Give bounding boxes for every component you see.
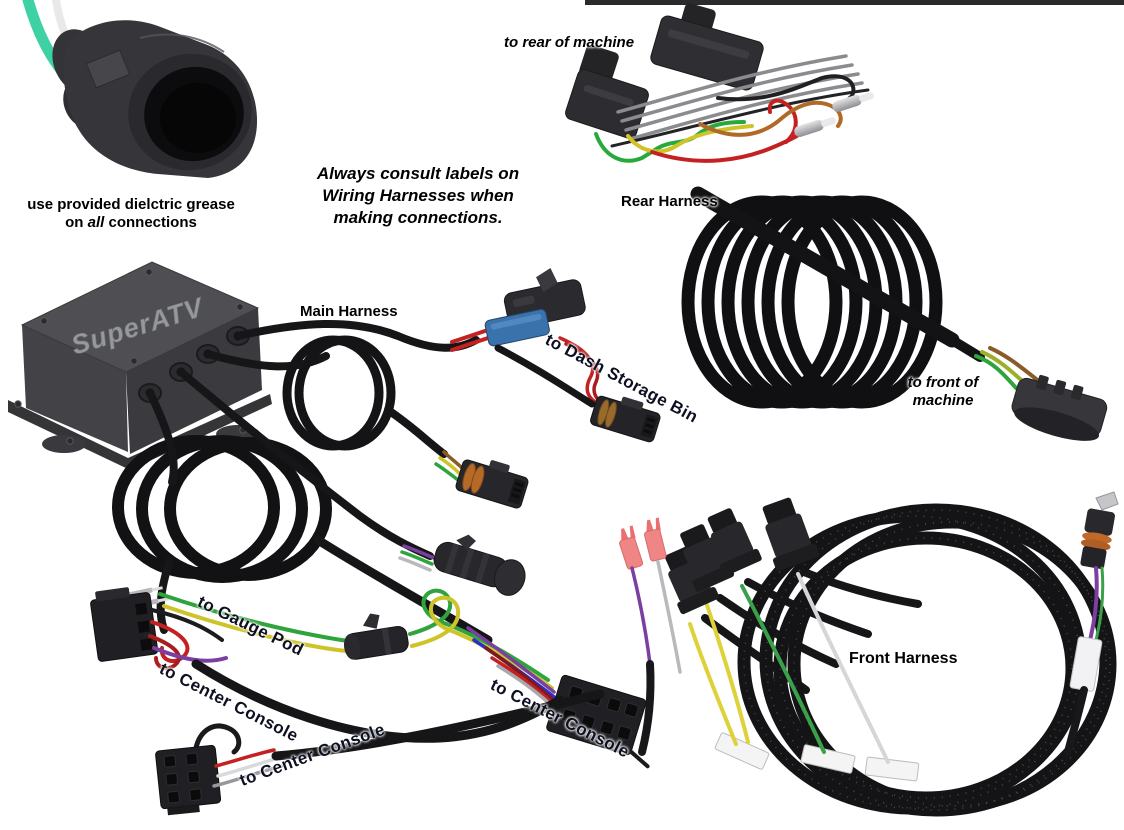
- rear-harness-label: Rear Harness: [621, 193, 718, 210]
- spade-terminal-1: [619, 525, 644, 570]
- console-connector-bottom: [155, 689, 605, 816]
- to-front-label: to front of machine: [907, 374, 979, 409]
- harness-labels: [714, 732, 920, 782]
- rear-tail-strap: [690, 186, 960, 348]
- rear-colored-wires: [594, 74, 856, 163]
- main-harness-coil-small: [282, 335, 396, 451]
- dielectric-caption-line2: on all connections: [65, 214, 197, 231]
- dielectric-caption: use provided dielctric grease on all con…: [18, 196, 244, 232]
- weatherpack-connector: [398, 534, 526, 596]
- console-cable-bottom: [271, 689, 605, 761]
- inline-connector: [343, 613, 409, 660]
- top-crop-strip: [585, 0, 1124, 5]
- bullet-terminal-upper: [832, 92, 874, 113]
- dielectric-caption-line1: use provided dielctric grease: [27, 196, 235, 213]
- box-top-face: [20, 261, 260, 373]
- spade-terminal-2: [644, 517, 667, 562]
- boot-opening: [160, 83, 236, 153]
- front-connector-4: [762, 497, 820, 571]
- consult-note: Always consult labels on Wiring Harnesse…: [316, 164, 520, 228]
- bullet-terminal-lower: [794, 117, 836, 138]
- front-connector-3: [707, 508, 762, 576]
- front-harness-label: Front Harness: [849, 650, 958, 667]
- blue-connector: [484, 268, 586, 347]
- to-rear-label: to rear of machine: [504, 34, 635, 51]
- front-of-machine-connector: [1011, 374, 1108, 441]
- main-harness-coil-large: [112, 435, 332, 583]
- front-colored-wires: [688, 572, 890, 764]
- boot-tag: [85, 49, 131, 89]
- main-harness-label: Main Harness: [300, 303, 398, 320]
- main-harness: SuperATV: [8, 261, 661, 816]
- console-connector-right: [546, 674, 650, 769]
- dash-bin-connector: [590, 395, 661, 443]
- spade-wires: [630, 560, 682, 756]
- front-harness: [619, 491, 1119, 817]
- rear-harness: [565, 3, 1108, 441]
- dielectric-boot-photo: [22, 0, 258, 178]
- front-right-connector: [1064, 491, 1119, 756]
- five-pin-connector: [434, 450, 529, 509]
- dash-storage-drop: [450, 268, 661, 443]
- box-screws: [14, 268, 247, 445]
